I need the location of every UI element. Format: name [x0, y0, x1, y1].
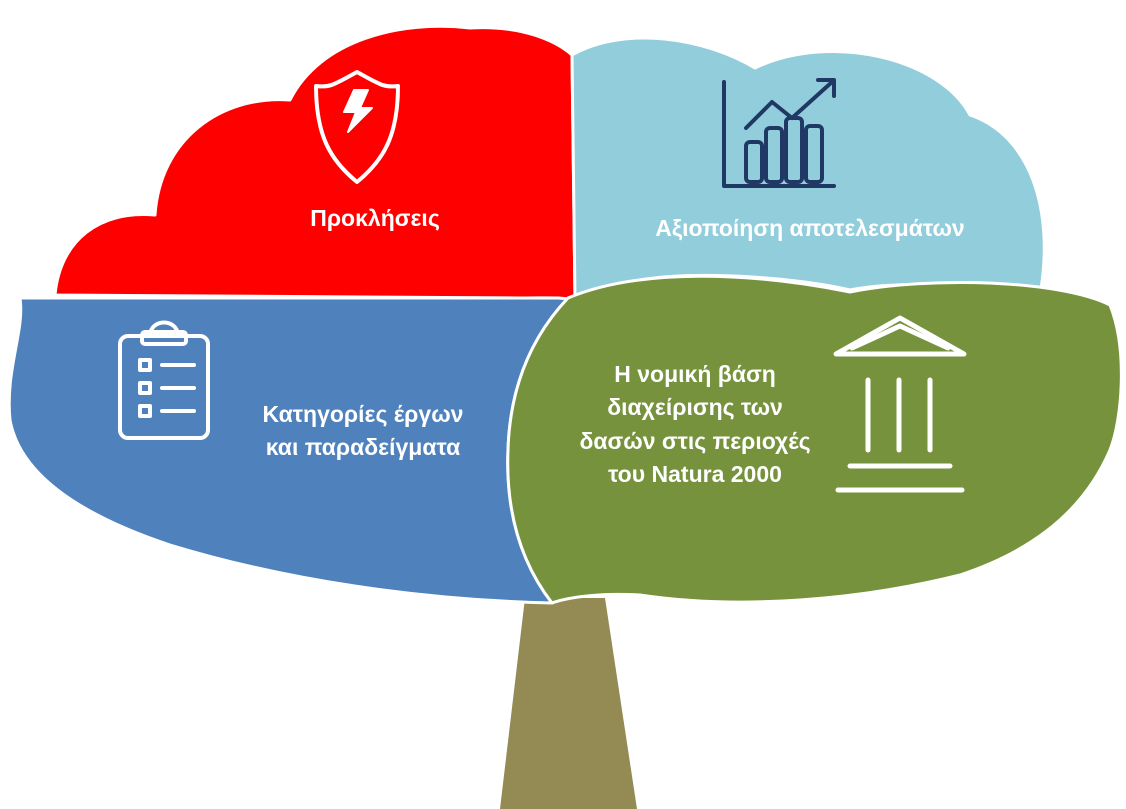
growth-chart-icon	[722, 78, 836, 188]
challenges-label-text: Προκλήσεις	[310, 205, 440, 231]
results-label-text: Αξιοποίηση αποτελεσμάτων	[655, 215, 965, 241]
categories-label: Κατηγορίες έργων και παραδείγματα	[228, 398, 498, 465]
legal-label-line: διαχείρισης των	[607, 394, 783, 421]
greek-temple-icon	[833, 315, 967, 493]
legal-label-line: του Natura 2000	[608, 461, 782, 488]
legal-label-line: δασών στις περιοχές	[579, 427, 811, 454]
categories-label-line: και παραδείγματα	[265, 434, 461, 461]
segment-legal	[506, 274, 1123, 605]
shield-lightning-icon	[314, 70, 400, 184]
segment-challenges	[53, 24, 577, 302]
results-label: Αξιοποίηση αποτελεσμάτων	[600, 212, 1020, 245]
tree-trunk	[500, 598, 637, 809]
clipboard-checklist-icon	[118, 320, 210, 440]
legal-label-line: Η νομική βάση	[614, 361, 776, 387]
categories-label-line: Κατηγορίες έργων	[262, 401, 464, 427]
legal-label: Η νομική βάση διαχείρισης των δασών στις…	[545, 358, 845, 491]
challenges-label: Προκλήσεις	[260, 202, 490, 235]
segment-results	[570, 36, 1046, 300]
